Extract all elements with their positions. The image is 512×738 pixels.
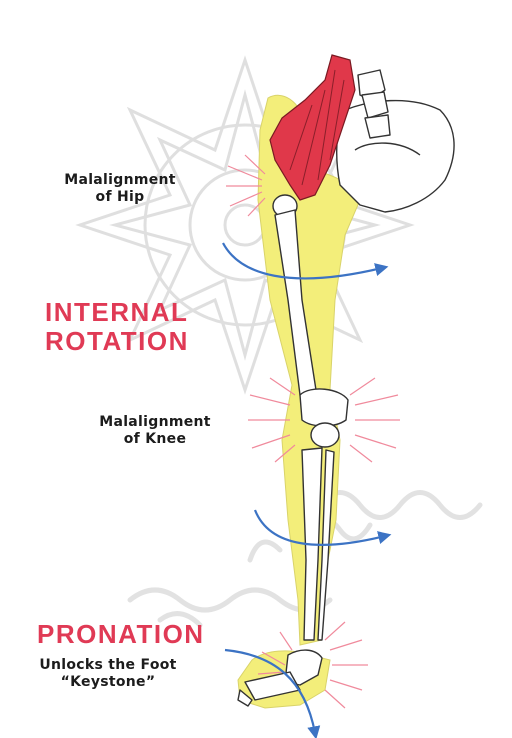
hip-label-line1: Malalignment — [50, 172, 190, 189]
pronation-text: PRONATION — [37, 620, 205, 649]
knee-label-line1: Malalignment — [80, 414, 230, 431]
internal-rotation-line2: ROTATION — [45, 327, 189, 356]
foot-label-line1: Unlocks the Foot — [28, 657, 188, 674]
knee-label: Malalignment of Knee — [80, 414, 230, 448]
hip-label: Malalignment of Hip — [50, 172, 190, 206]
pronation-label: PRONATION — [37, 620, 205, 649]
foot-label-line2: “Keystone” — [28, 674, 188, 691]
knee-label-line2: of Knee — [80, 431, 230, 448]
foot-label: Unlocks the Foot “Keystone” — [28, 657, 188, 691]
hip-label-line2: of Hip — [50, 189, 190, 206]
internal-rotation-label: INTERNAL ROTATION — [45, 298, 189, 356]
internal-rotation-line1: INTERNAL — [45, 298, 189, 327]
